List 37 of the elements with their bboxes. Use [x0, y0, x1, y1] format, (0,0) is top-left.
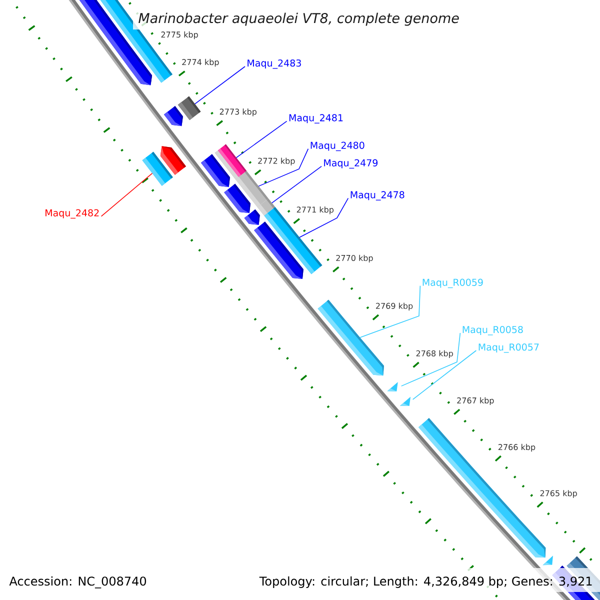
title: Marinobacter aquaeolei VT8, complete genome — [133, 5, 467, 30]
scale-label: 2769 kbp — [376, 302, 413, 310]
gene-label: Maqu_2480 — [310, 142, 364, 152]
scale-label: 2773 kbp — [220, 108, 257, 116]
gene-label: Maqu_2482 — [46, 209, 99, 219]
footer-text: Accession: NC_008740 — [9, 576, 146, 588]
gene-label: Maqu_2478 — [350, 191, 404, 200]
gene-label: Maqu_2481 — [289, 114, 343, 124]
scale-label: 2768 kbp — [416, 350, 453, 358]
gene-label: Maqu_2483 — [248, 59, 301, 69]
gene-label: Maqu_R0057 — [478, 343, 539, 353]
gene-triangle — [400, 396, 411, 406]
gene-label: Maqu_2479 — [324, 159, 378, 169]
scale-label: 2765 kbp — [540, 490, 577, 498]
leader-line — [258, 148, 309, 187]
scale-label: 2767 kbp — [457, 397, 494, 406]
gene-bar — [178, 96, 201, 120]
gene-label: Maqu_R0059 — [422, 278, 483, 288]
leader-line — [299, 198, 349, 238]
leader-line — [412, 350, 477, 400]
scale-label: 2772 kbp — [258, 158, 295, 166]
gene-bar — [142, 152, 173, 186]
leader-line — [400, 332, 461, 386]
scale-label: 2766 kbp — [498, 444, 536, 452]
scale-label: 2770 kbp — [336, 254, 373, 263]
leader-line — [360, 285, 421, 338]
gene-triangle — [387, 382, 398, 392]
scale-label: 2774 kbp — [182, 58, 219, 67]
leader-line — [194, 66, 246, 104]
leader-line — [236, 120, 288, 158]
leader-line — [272, 166, 322, 204]
gene-bar — [236, 170, 268, 208]
leader-line — [100, 172, 153, 217]
gene-label: Maqu_R0058 — [462, 326, 523, 336]
scale-label: 2775 kbp — [161, 31, 198, 40]
footer-text: Topology: circular; Length: 4,326,849 bp; Genes: 3,921 — [256, 568, 600, 592]
scale-label: 2771 kbp — [296, 206, 334, 214]
